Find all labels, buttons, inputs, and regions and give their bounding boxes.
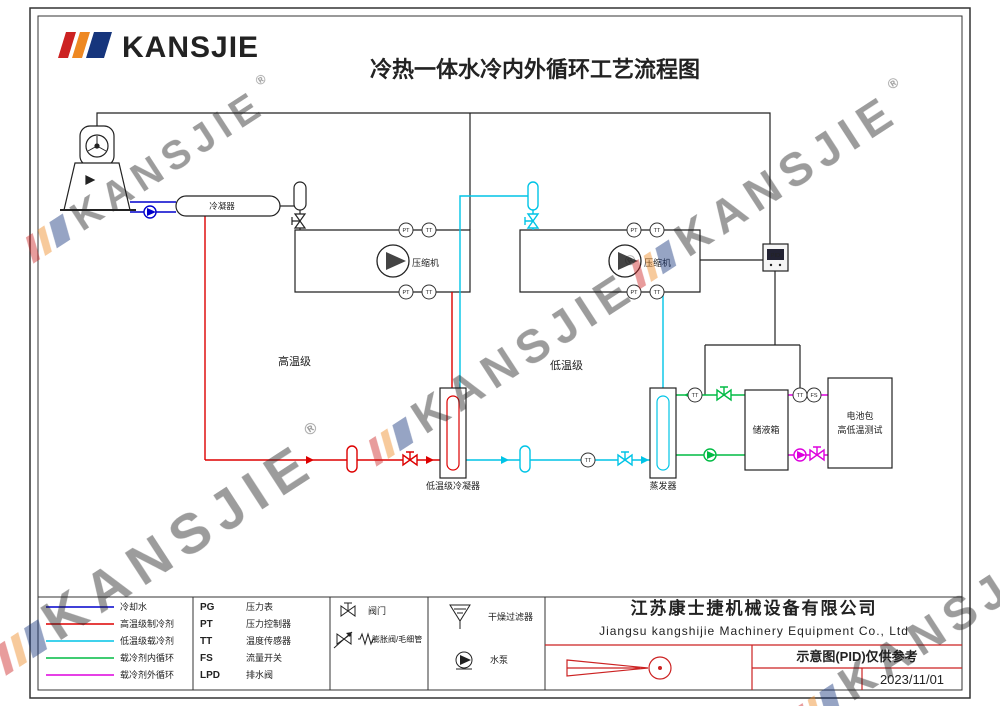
svg-text:®: ®	[301, 419, 320, 440]
legend-line-labels: 冷却水 高温级制冷剂 低温级载冷剂 载冷剂内循环 载冷剂外循环	[120, 601, 174, 680]
sensor-label: PT	[402, 228, 410, 234]
company-name-cn: 江苏康士捷机械设备有限公司	[631, 598, 878, 618]
logo-mark-blue-icon	[86, 32, 112, 58]
sensor-label: TT	[654, 290, 661, 296]
abbr-label: 流量开关	[246, 652, 282, 663]
legend-label: 高温级制冷剂	[120, 618, 174, 629]
page-border	[29, 7, 971, 699]
water-pump-impeller-icon	[147, 208, 156, 216]
condenser: 冷凝器	[175, 195, 281, 217]
evaporator-label: 蒸发器	[649, 480, 676, 491]
motor-icon	[85, 175, 96, 185]
cooling-unit	[60, 125, 136, 211]
compressor-1-label: 压缩机	[412, 257, 439, 268]
date-label: 2023/11/01	[880, 672, 944, 687]
compressor-rotor-icon	[386, 252, 406, 270]
brand-logo: KANSJIE	[58, 31, 259, 64]
instrument-labels: PT TT PT TT PT TT PT TT TT TT TT FS	[402, 228, 817, 464]
logo-arrow-icon	[566, 659, 649, 677]
legend-grid	[38, 596, 962, 690]
brand-logo-text: KANSJIE	[122, 31, 259, 64]
page-title: 冷热一体水冷内外循环工艺流程图	[370, 57, 700, 82]
logo-mark-orange-icon	[72, 32, 90, 58]
flow-arrows-red	[306, 456, 434, 464]
liquid-tank-label: 储液箱	[752, 424, 779, 435]
battery-label-1: 电池包	[846, 410, 873, 421]
sensor-label: PT	[402, 290, 410, 296]
watermark: KANSJIE ®	[368, 250, 645, 467]
svg-text:KANSJIE: KANSJIE	[665, 84, 908, 267]
legend-label: 低温级载冷剂	[120, 635, 174, 646]
battery-test-box: 电池包 高低温测试	[827, 377, 893, 469]
dryer-label: 干燥过滤器	[488, 611, 533, 622]
abbr-label: 压力表	[246, 601, 273, 612]
compressor-1: 压缩机	[376, 244, 439, 278]
sensor-label: TT	[585, 458, 592, 464]
svg-text:®: ®	[884, 73, 902, 92]
internal-pump-impeller-icon	[707, 451, 716, 459]
evaporator: 蒸发器	[649, 387, 677, 491]
legend-label: 冷却水	[120, 601, 147, 612]
sensor-label: TT	[426, 228, 433, 234]
sensor-label: FS	[810, 393, 817, 399]
expansion-label: 膨胀阀/毛细管	[372, 634, 422, 644]
abbr-label: 排水阀	[246, 669, 273, 680]
battery-label-2: 高低温测试	[837, 424, 882, 435]
piping-internal-loop	[676, 386, 745, 462]
compressor-2: 压缩机	[608, 244, 671, 278]
company-name-en: Jiangsu kangshijie Machinery Equipment C…	[599, 624, 909, 638]
sensor-label: TT	[426, 290, 433, 296]
pid-label: PID	[771, 253, 780, 259]
abbr: FS	[200, 653, 213, 664]
pump-label: 水泵	[490, 654, 508, 665]
sensor-label: TT	[654, 228, 661, 234]
valve-icon	[340, 602, 356, 617]
pump-icon	[455, 651, 473, 669]
compressor-2-label: 压缩机	[644, 257, 671, 268]
sensor-label: PT	[630, 290, 638, 296]
low-stage-label: 低温级	[550, 359, 583, 372]
watermark: KANSJIE ®	[25, 71, 273, 264]
high-stage-label: 高温级	[278, 354, 311, 368]
piping-black	[96, 112, 801, 395]
logo-circle-icon	[648, 656, 672, 680]
dryer-filter-icon	[449, 604, 471, 629]
valve-label: 阀门	[368, 605, 386, 616]
footer-red-grid	[545, 644, 962, 690]
sensor-label: TT	[797, 393, 804, 399]
legend-line-samples	[46, 606, 114, 676]
instrument-bubbles	[398, 222, 822, 468]
abbr-label: 压力控制器	[246, 618, 291, 629]
legend-symbols	[333, 602, 473, 670]
abbr: TT	[200, 636, 212, 647]
svg-text:®: ®	[253, 71, 270, 89]
legend-abbreviations: PG 压力表 PT 压力控制器 TT 温度传感器 FS 流量开关 LPD 排水阀	[200, 601, 291, 681]
abbr: PG	[200, 602, 215, 613]
abbr: PT	[200, 619, 213, 630]
legend-label: 载冷剂内循环	[120, 652, 174, 663]
liquid-tank: 储液箱	[744, 389, 789, 471]
condenser-label: 冷凝器	[209, 201, 235, 211]
external-pump-impeller-icon	[797, 451, 806, 459]
capillary-icon	[358, 632, 375, 646]
reference-note: 示意图(PID)仅供参考	[796, 649, 917, 664]
cascade-condenser-label: 低温级冷凝器	[426, 480, 480, 491]
sensor-label: PT	[630, 228, 638, 234]
flow-arrows-cyan	[501, 456, 649, 464]
piping-low-temp-coolant	[459, 181, 664, 473]
compressor-rotor-icon	[618, 252, 638, 270]
piping-high-temp-refrigerant	[204, 216, 453, 473]
pid-controller: PID	[762, 243, 789, 272]
sensor-label: TT	[692, 393, 699, 399]
logo-mark-red-icon	[58, 32, 76, 58]
svg-text:KANSJIE: KANSJIE	[402, 261, 645, 444]
cascade-condenser: 低温级冷凝器	[426, 387, 480, 491]
legend-label: 载冷剂外循环	[120, 669, 174, 680]
abbr-label: 温度传感器	[246, 635, 291, 646]
abbr: LPD	[200, 670, 220, 681]
piping-external-loop	[788, 394, 828, 462]
